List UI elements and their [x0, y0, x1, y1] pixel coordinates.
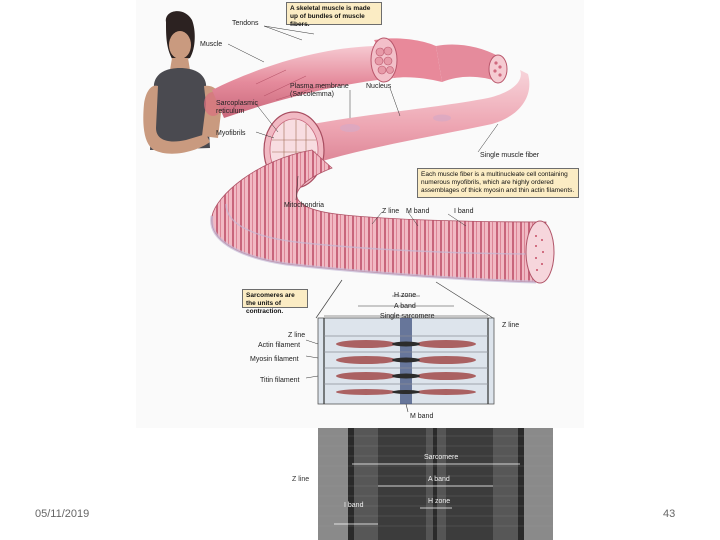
label-muscle: Muscle: [200, 41, 223, 48]
sarcomere-diagram: [315, 279, 495, 413]
label-m-band-bottom: M band: [410, 413, 434, 420]
label-tendons: Tendons: [232, 20, 259, 27]
label-h-zone: H zone: [394, 292, 417, 299]
label-myosin: Myosin filament: [250, 356, 299, 363]
muscle-bundle: [212, 37, 508, 118]
label-z-line-left: Z line: [288, 332, 306, 339]
label-sarcoplasmic: Sarcoplasmic: [216, 100, 259, 107]
micrograph-z-line-label: Z line: [292, 476, 310, 483]
label-single-sarcomere: Single sarcomere: [380, 313, 435, 320]
micrograph-h-zone-label: H zone: [428, 498, 451, 505]
micrograph-i-band-label: I band: [344, 502, 364, 509]
single-muscle-fiber: [266, 70, 530, 176]
label-myofibrils: Myofibrils: [216, 130, 246, 137]
label-nucleus: Nucleus: [366, 83, 392, 90]
label-m-band-top: M band: [406, 208, 430, 215]
label-z-line-right: Z line: [502, 322, 520, 329]
slide-date: 05/11/2019: [35, 508, 90, 520]
label-reticulum: reticulum: [216, 108, 245, 115]
skeletal-muscle-callout: A skeletal muscle is made up of bundles …: [286, 2, 382, 28]
label-actin: Actin filament: [258, 342, 301, 349]
micrograph-a-band-label: A band: [428, 476, 450, 483]
leader-lines: [227, 25, 499, 379]
sarcomeres-callout: Sarcomeres are the units of contraction.: [242, 289, 308, 315]
label-z-line-top: Z line: [382, 208, 400, 215]
label-i-band-top: I band: [454, 208, 474, 215]
label-a-band: A band: [394, 303, 416, 310]
muscle-structure-figure: A skeletal muscle is made up of bundles …: [136, 0, 584, 428]
label-sarcolemma: (Sarcolemma): [290, 91, 334, 98]
label-single-fiber: Single muscle fiber: [480, 152, 540, 159]
myofibril-tube: [210, 149, 555, 284]
muscle-illustration: [143, 11, 555, 413]
slide-page-number: 43: [663, 508, 676, 520]
label-plasma-membrane: Plasma membrane: [290, 83, 349, 90]
micrograph-sarcomere-label: Sarcomere: [424, 454, 459, 461]
micrograph-texture: [318, 428, 553, 540]
electron-micrograph: Sarcomere A band H zone I band: [318, 428, 553, 540]
muscle-fiber-callout: Each muscle fiber is a multinucleate cel…: [417, 168, 579, 198]
label-mitochondria: Mitochondria: [284, 202, 325, 209]
human-figure: [143, 11, 222, 154]
label-titin: Titin filament: [260, 377, 300, 384]
